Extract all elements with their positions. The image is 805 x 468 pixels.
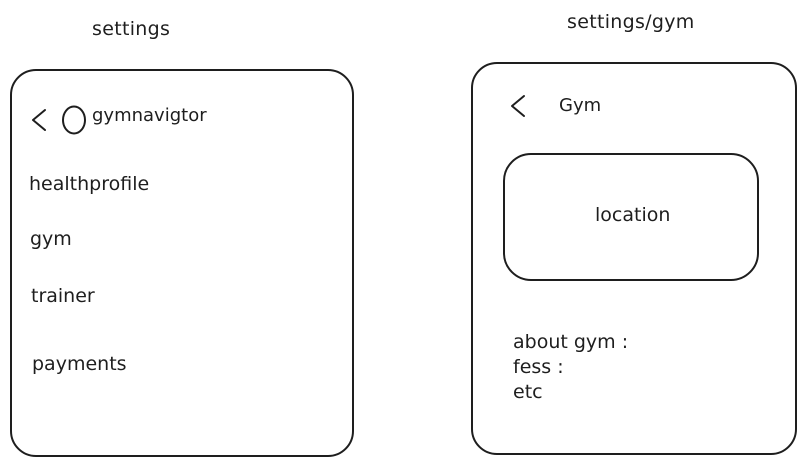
settings-screen-frame (10, 69, 354, 457)
menu-item-payments[interactable]: payments (32, 353, 127, 375)
chevron-left-icon[interactable] (28, 107, 50, 133)
settings-screen-caption: settings (92, 18, 171, 40)
menu-item-healthprofile[interactable]: healthprofile (29, 173, 150, 195)
fees-label: fess : (513, 356, 564, 378)
about-gym-label: about gym : (513, 331, 629, 353)
gym-screen-frame (471, 62, 797, 455)
etc-label: etc (513, 381, 543, 403)
menu-item-gym[interactable]: gym (30, 228, 72, 250)
location-label: location (595, 204, 671, 226)
app-title: gymnavigtor (92, 105, 207, 126)
chevron-left-icon[interactable] (507, 93, 529, 119)
location-card[interactable] (503, 153, 759, 281)
gym-screen-caption: settings/gym (567, 11, 695, 33)
menu-item-trainer[interactable]: trainer (31, 285, 95, 307)
circle-avatar-icon (62, 105, 86, 135)
gym-page-title: Gym (559, 95, 602, 116)
